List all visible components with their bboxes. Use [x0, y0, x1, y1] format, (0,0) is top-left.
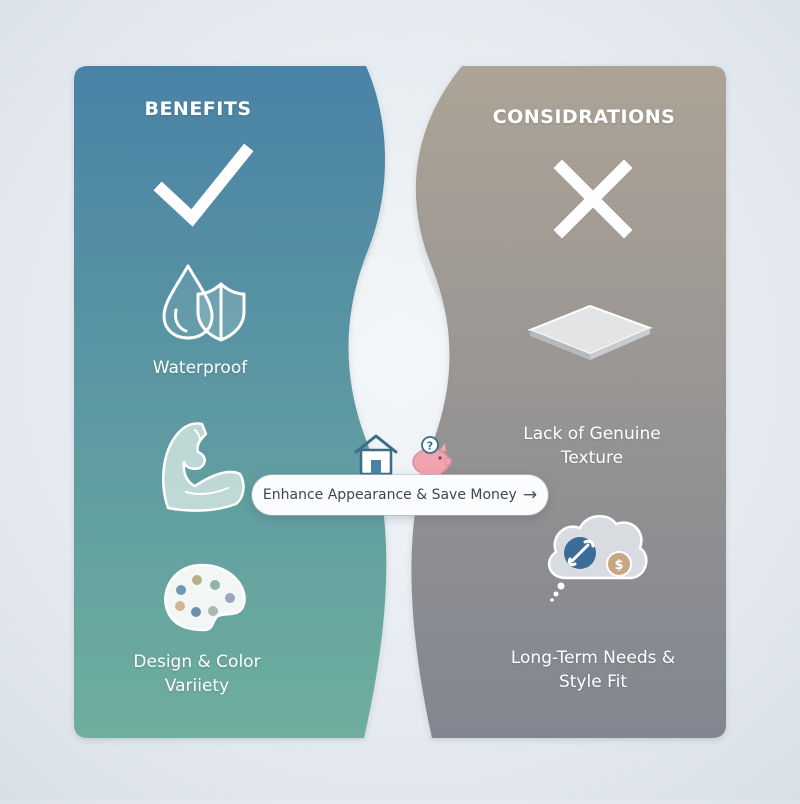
- consideration-label-texture: Lack of Genuine Texture: [523, 424, 661, 468]
- flexed-arm-icon: [162, 422, 245, 512]
- arrow-right-icon: →: [522, 485, 538, 505]
- benefit-label-waterproof: Waterproof: [152, 358, 248, 378]
- consideration-label-long-term: Long-Term Needs & Style Fit: [510, 648, 676, 692]
- dollar-sign-text: $: [614, 558, 623, 573]
- considerations-heading: CONSIDRATIONS: [492, 106, 676, 128]
- benefit-label-design-color: Design & Color Variiety: [133, 652, 261, 696]
- paint-palette-icon: [164, 563, 246, 632]
- house-icon: [354, 434, 398, 476]
- flat-tile-icon: [527, 304, 653, 360]
- water-drop-shield-icon: [162, 264, 246, 342]
- checkmark-icon: [153, 143, 254, 227]
- x-mark-icon: [553, 159, 633, 239]
- benefits-heading: BENEFITS: [144, 98, 252, 120]
- question-mark-text: ?: [427, 440, 433, 453]
- thought-cloud-wrench-dollar-icon: $: [547, 515, 648, 602]
- considerations-panel: [411, 66, 726, 738]
- question-badge-icon: ?: [421, 436, 439, 454]
- enhance-appearance-button[interactable]: Enhance Appearance & Save Money →: [252, 475, 548, 515]
- cta-label: Enhance Appearance & Save Money: [262, 487, 517, 503]
- benefits-panel: [74, 66, 387, 738]
